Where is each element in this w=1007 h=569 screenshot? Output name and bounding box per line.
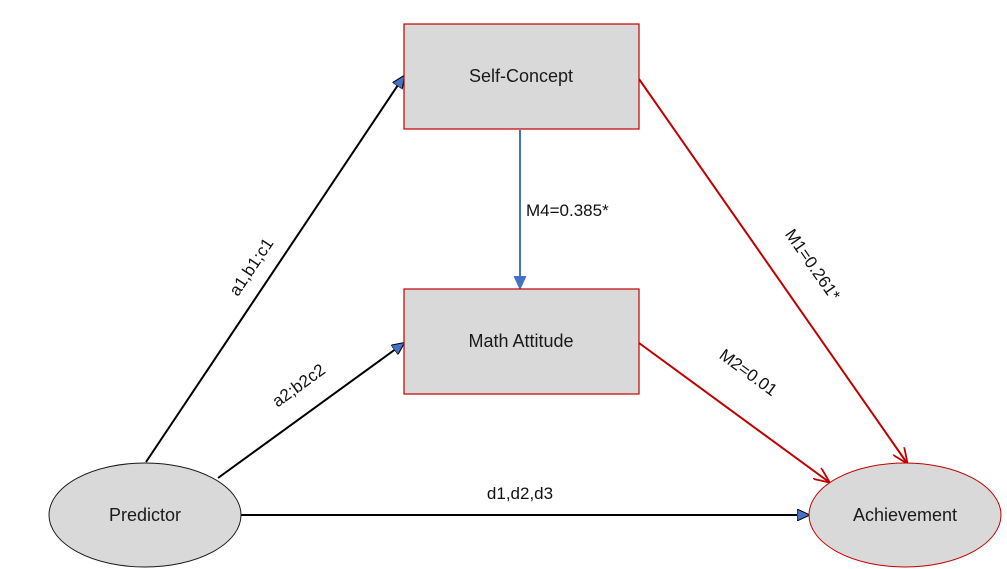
edge-label-m2: M2=0.01	[716, 345, 781, 400]
node-label: Predictor	[109, 505, 181, 525]
node-box	[403, 23, 640, 130]
edge-label-a1-b1-c1: a1,b1;c1	[225, 235, 277, 300]
edge-line	[217, 343, 404, 479]
edge-predictor-to-achievement: d1,d2,d3	[241, 484, 809, 515]
edge-line	[145, 76, 404, 463]
node-label: Achievement	[853, 505, 957, 525]
edge-line	[638, 78, 907, 463]
edge-self-concept-to-achievement: M1=0.261*	[638, 78, 907, 463]
edge-self-concept-to-math-attitude: M4=0.385*	[520, 130, 609, 288]
edge-label-d1-d2-d3: d1,d2,d3	[487, 484, 553, 503]
node-box	[403, 288, 640, 395]
node-ellipse	[48, 462, 242, 568]
edge-label-m1: M1=0.261*	[781, 226, 844, 305]
edge-predictor-to-math-attitude: a2;b2c2	[217, 343, 404, 479]
node-math-attitude: Math Attitude	[403, 288, 640, 395]
node-achievement: Achievement	[808, 462, 1002, 568]
edge-math-attitude-to-achievement: M2=0.01	[638, 342, 829, 482]
edge-line	[638, 342, 829, 482]
node-predictor: Predictor	[48, 462, 242, 568]
node-self-concept: Self-Concept	[403, 23, 640, 130]
node-ellipse	[808, 462, 1002, 568]
node-label: Self-Concept	[469, 66, 573, 86]
edge-label-m4: M4=0.385*	[526, 201, 609, 220]
node-label: Math Attitude	[468, 331, 573, 351]
